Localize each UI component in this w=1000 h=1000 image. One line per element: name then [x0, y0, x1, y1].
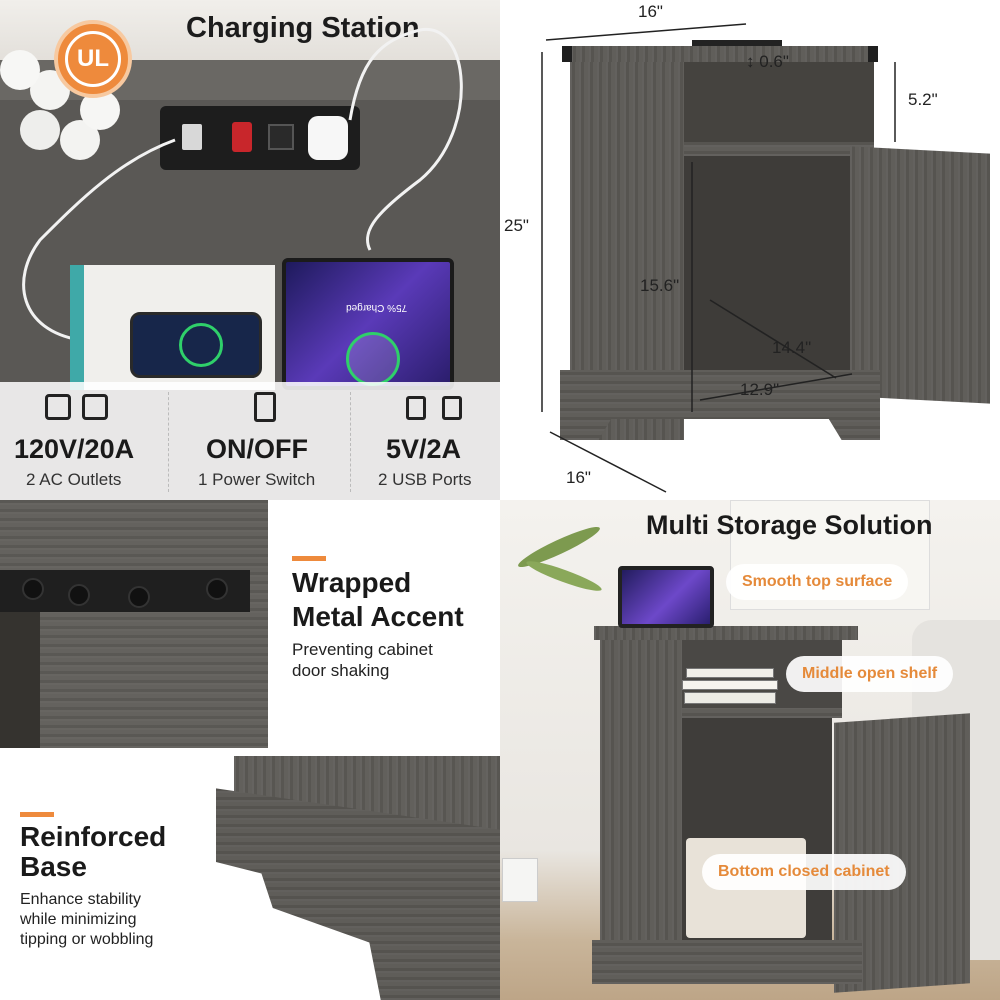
- usb-port-icon: [406, 396, 426, 420]
- dim-top-thickness: ↕ 0.6": [746, 52, 789, 71]
- charging-ring-icon: [346, 332, 400, 386]
- label-open-shelf: Middle open shelf: [786, 656, 954, 692]
- power-switch-icon: [254, 392, 276, 422]
- ul-badge: UL: [54, 20, 132, 98]
- accent-title: Wrapped Metal Accent: [292, 567, 464, 632]
- corner-closeup: [0, 500, 268, 748]
- label-top-surface: Smooth top surface: [726, 564, 909, 600]
- tablet: [618, 566, 714, 628]
- spec-value-ac: 120V/20A: [14, 434, 135, 464]
- divider: [350, 392, 351, 492]
- power-strip: [160, 106, 360, 170]
- cabinet-interior: [682, 718, 832, 950]
- usb-port-icon: [442, 396, 462, 420]
- cabinet-base: [592, 940, 862, 984]
- metal-bracket: [0, 570, 250, 612]
- divider: [168, 392, 169, 492]
- book: [682, 680, 778, 690]
- base-title: Reinforced Base: [20, 821, 167, 882]
- usb-port-icon: [182, 124, 202, 150]
- dim-total-height: 25": [504, 216, 529, 235]
- cabinet-side: [600, 640, 682, 970]
- multi-storage-panel: Multi Storage Solution Smooth top surfac…: [500, 500, 1000, 1000]
- plant-decor: [504, 521, 614, 620]
- dim-inner-depth: 14.4": [772, 338, 812, 357]
- shelf-board: [682, 708, 842, 718]
- label-closed-cabinet: Bottom closed cabinet: [702, 854, 906, 890]
- cabinet-interior: [684, 156, 860, 396]
- spec-value-switch: ON/OFF: [206, 434, 308, 464]
- metal-accent-panel: Wrapped Metal Accent Preventing cabinet …: [0, 500, 500, 750]
- reinforced-base-panel: Reinforced Base Enhance stability while …: [0, 750, 500, 1000]
- dim-top-width: 16": [638, 2, 663, 21]
- wall-outlet-icon: [502, 858, 538, 902]
- dim-shelf-height: 5.2": [908, 90, 938, 109]
- book: [686, 668, 774, 678]
- spec-label-switch: 1 Power Switch: [198, 470, 316, 489]
- dim-inner-width: 12.9": [740, 380, 780, 399]
- screw-icon: [128, 586, 150, 608]
- dim-cabinet-height: 15.6": [640, 276, 680, 295]
- tablet-status: 75% Charged: [346, 302, 408, 313]
- storage-title: Multi Storage Solution: [646, 510, 933, 540]
- cabinet-top: [562, 40, 878, 62]
- shadow-gap: [0, 612, 40, 748]
- accent-bar: [292, 556, 326, 561]
- base-desc: Enhance stability while minimizing tippi…: [20, 891, 154, 948]
- ac-outlet-icon: [268, 124, 294, 150]
- flowers-decor: [0, 40, 150, 170]
- book: [684, 692, 776, 704]
- power-switch: [232, 122, 252, 152]
- phone: [130, 312, 262, 378]
- plug-adapter: [308, 116, 348, 160]
- screw-icon: [68, 584, 90, 606]
- open-shelf: [684, 62, 874, 150]
- ac-outlet-icon: [45, 394, 71, 420]
- spec-label-usb: 2 USB Ports: [378, 470, 472, 489]
- dimensions-panel: 16" ↕ 0.6" 5.2" 25" 15.6" 14.4" 12.9" 16…: [500, 0, 1000, 500]
- dimension-lines: [541, 23, 896, 493]
- accent-desc: Preventing cabinet door shaking: [292, 640, 433, 680]
- charging-station-panel: UL Charging Station 75% Charged 120V/20A…: [0, 0, 500, 500]
- cabinet-top: [594, 626, 858, 640]
- wireless-charge-icon: [179, 323, 223, 367]
- charging-title: Charging Station: [186, 12, 420, 44]
- dim-depth: 16": [566, 468, 591, 487]
- screw-icon: [22, 578, 44, 600]
- ul-logo-icon: UL: [65, 31, 121, 87]
- ac-outlet-icon: [82, 394, 108, 420]
- shelf-board: [684, 142, 874, 156]
- spec-bar: 120V/20A 2 AC Outlets ON/OFF 1 Power Swi…: [0, 382, 500, 500]
- accent-bar: [20, 812, 54, 817]
- spec-value-usb: 5V/2A: [386, 434, 462, 464]
- tablet: 75% Charged: [282, 258, 454, 390]
- screw-icon: [206, 578, 228, 600]
- spec-label-ac: 2 AC Outlets: [26, 470, 122, 489]
